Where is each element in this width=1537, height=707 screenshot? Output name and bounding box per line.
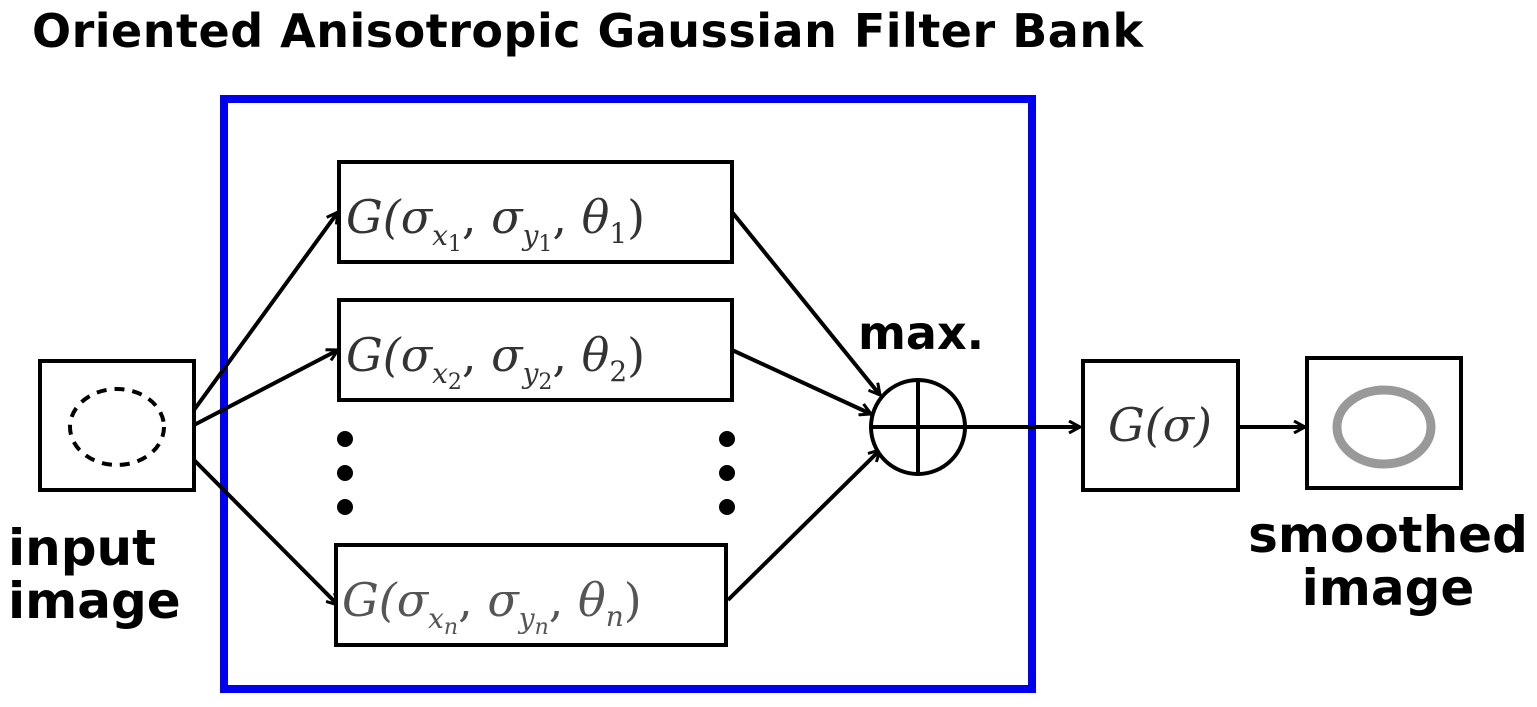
- output-label-line-2: image: [1301, 558, 1475, 617]
- input-label-line-2: image: [8, 571, 181, 630]
- ellipsis-dots-right: [719, 431, 735, 515]
- filter-formula-1: G(σx1, σy1, θ1): [346, 190, 645, 257]
- arrow-input-to-filter-1: [192, 212, 338, 412]
- max-operator-node: [869, 378, 967, 476]
- ellipsis-dots-left: [337, 431, 353, 515]
- input-label-line-1: input: [8, 519, 157, 577]
- arrow-input-to-filter-2: [193, 348, 338, 427]
- input-image-box: [38, 359, 196, 492]
- arrow-filter-n-to-max: [726, 450, 880, 602]
- arrow-filter-2-to-max: [731, 348, 871, 414]
- arrow-input-to-filter-n: [192, 458, 338, 605]
- output-image-label: smoothed image: [1248, 509, 1528, 614]
- arrow-filter-1-to-max: [730, 210, 880, 395]
- max-label: max.: [858, 306, 985, 360]
- output-image-box: [1305, 356, 1463, 490]
- output-label-line-1: smoothed: [1248, 506, 1528, 564]
- post-filter-box: [1081, 359, 1240, 492]
- filter-box-n: [334, 543, 728, 647]
- filter-formula-n: G(σxn, σyn, θn): [342, 573, 642, 640]
- input-dashed-ellipse: [68, 387, 166, 467]
- output-smoothed-ellipse: [1332, 385, 1436, 469]
- filter-bank-border: [220, 95, 1036, 693]
- filter-box-2: [337, 298, 734, 402]
- post-filter-formula: G(σ): [1108, 398, 1212, 452]
- filter-formula-2: G(σx2, σy2, θ2): [346, 328, 645, 395]
- input-image-label: input image: [8, 522, 181, 627]
- page-title: Oriented Anisotropic Gaussian Filter Ban…: [32, 4, 1144, 58]
- filter-box-1: [337, 160, 734, 264]
